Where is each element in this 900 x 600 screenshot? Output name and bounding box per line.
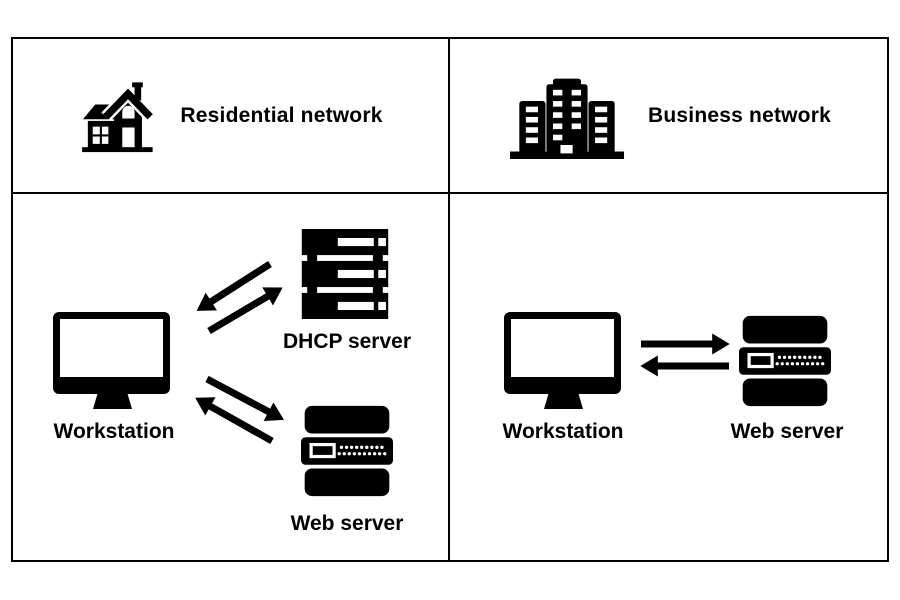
arrow-webserver-to-workstation [195, 397, 274, 445]
arrow-dhcp-to-workstation [196, 261, 272, 311]
house-icon [78, 74, 160, 158]
monitor-icon [504, 312, 621, 410]
business-network-title: Business network [648, 103, 831, 127]
web-server-label: Web server [730, 420, 844, 443]
residential-connections-arrows [195, 261, 284, 445]
rack-server-icon [300, 229, 390, 319]
quadrant-residential-header: Residential network [13, 39, 450, 194]
business-connections-arrows [640, 333, 730, 377]
office-buildings-icon [506, 73, 628, 159]
monitor-icon [53, 312, 170, 410]
workstation-label: Workstation [53, 420, 175, 443]
quadrant-residential-topology: Workstation [13, 194, 450, 560]
server-icon [739, 313, 831, 409]
arrow-workstation-to-webserver [205, 375, 284, 421]
diagram-table: Residential network [11, 37, 889, 562]
residential-network-title: Residential network [180, 103, 383, 127]
arrow-workstation-to-dhcp [207, 287, 283, 335]
server-icon [301, 403, 393, 499]
web-server-label: Web server [290, 512, 404, 535]
dhcp-server-label: DHCP server [282, 330, 412, 353]
quadrant-business-topology: Workstation [450, 194, 887, 560]
quadrant-business-header: Business network [450, 39, 887, 194]
workstation-label: Workstation [502, 420, 624, 443]
